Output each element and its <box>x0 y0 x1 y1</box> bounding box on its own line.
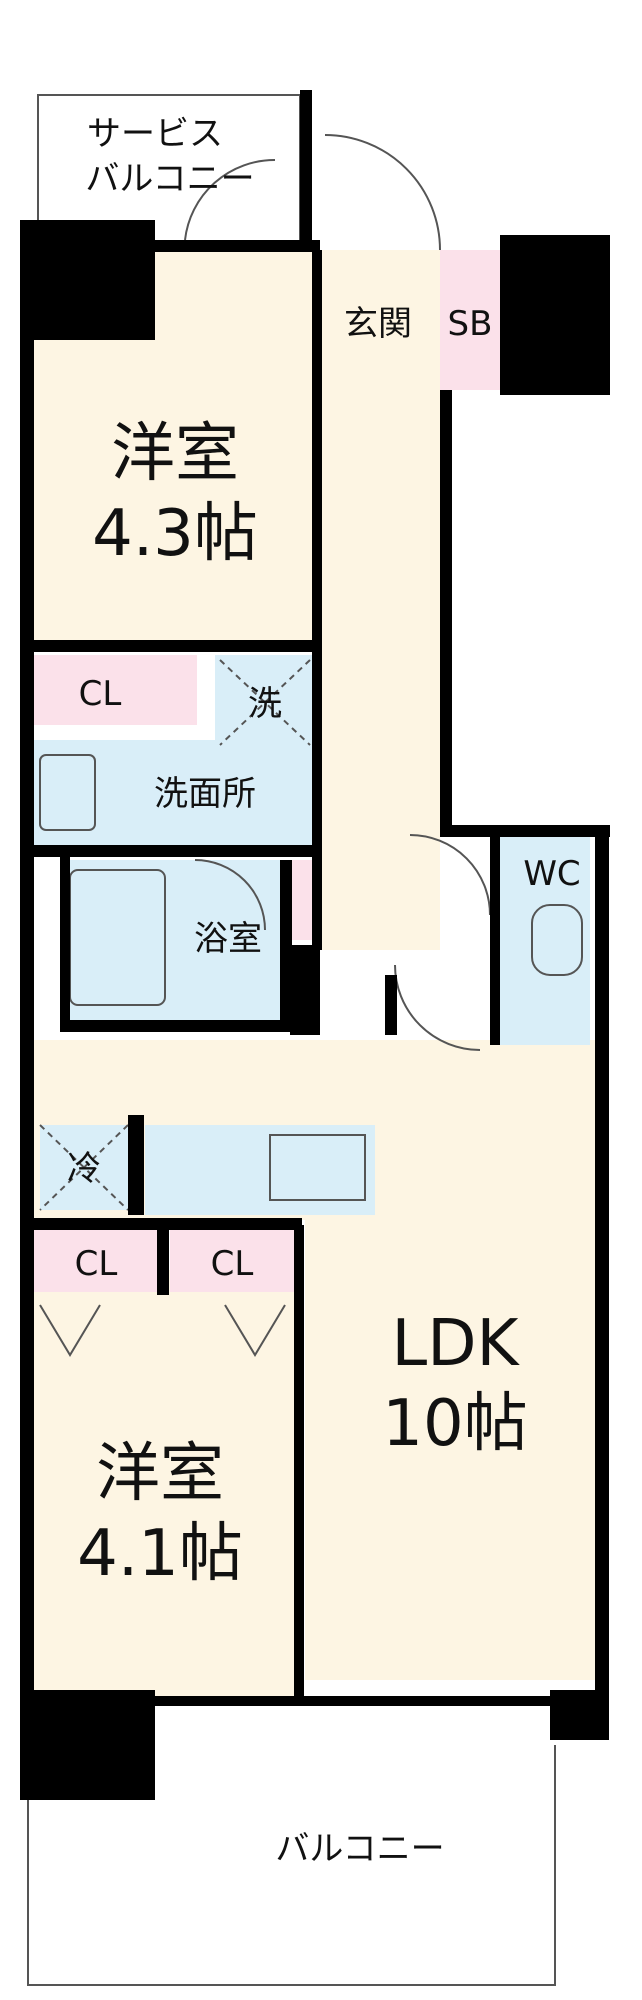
wall-se <box>550 1690 609 1740</box>
closet-south-right-fill <box>170 1230 295 1292</box>
wall-south-room-east <box>294 1225 304 1700</box>
service-door-arc <box>184 158 276 241</box>
wall-wash-south <box>32 845 322 857</box>
wall-east <box>595 830 609 1710</box>
wall-closets-top <box>32 1218 302 1230</box>
closet-door-right <box>224 1304 286 1357</box>
wall-closet-mid <box>157 1225 169 1295</box>
toilet-label: WC <box>523 854 580 894</box>
washroom-label: 洗面所 <box>154 774 256 814</box>
labels: サービス バルコニー 玄関 SB 洋室 4.3帖 CL 洗 洗面所 浴室 WC … <box>67 114 581 1869</box>
wall-south <box>150 1696 550 1706</box>
wall-counter-west <box>128 1115 144 1215</box>
bathroom-fill <box>65 860 280 1020</box>
ldk-door-arc <box>394 964 481 1051</box>
closet-south-right-label: CL <box>211 1244 254 1284</box>
closet-door-left <box>39 1304 101 1357</box>
wall-toilet-inner <box>490 830 500 1045</box>
wall-north-room <box>150 240 320 252</box>
wall-north-block <box>20 220 155 340</box>
western-room-south-floor <box>32 1270 294 1700</box>
toilet-bowl-outline <box>531 904 583 976</box>
wall-ne-block <box>500 235 610 395</box>
ldk-label-1: LDK <box>392 1307 521 1381</box>
fridge-cross <box>39 1124 129 1211</box>
fridge-label: 冷 <box>67 1149 101 1189</box>
balcony-outline <box>27 1745 556 1986</box>
entry-door-arc <box>324 134 441 251</box>
toilet-fill <box>500 830 590 1045</box>
wall-closet-north <box>32 640 322 652</box>
closet-south-left-fill <box>32 1230 157 1292</box>
closet-north-label: CL <box>79 674 122 714</box>
shoe-box-fill <box>440 250 500 390</box>
bathroom-label: 浴室 <box>194 919 262 959</box>
western-room-north-label-2: 4.3帖 <box>92 497 258 571</box>
ldk-label-2: 10帖 <box>382 1387 527 1461</box>
sink-outline <box>269 1134 366 1201</box>
closet-north-fill <box>32 655 197 725</box>
wall-bath-east <box>280 860 292 1030</box>
wall-south-block <box>20 1690 155 1800</box>
western-room-north-label-1: 洋室 <box>111 417 239 491</box>
toilet-door-arc <box>409 834 491 916</box>
washroom-fill <box>32 740 315 845</box>
wall-service-divider <box>300 90 312 250</box>
wall-hall-east <box>440 390 452 825</box>
entrance-floor <box>322 250 440 400</box>
wall-stub-b <box>290 945 320 1035</box>
service-balcony-label-2: バルコニー <box>85 159 254 199</box>
western-room-south-label-2: 4.1帖 <box>77 1517 243 1591</box>
entrance-label: 玄関 <box>344 304 412 344</box>
wall-bath-south <box>60 1020 320 1032</box>
closet-south-left-label: CL <box>75 1244 118 1284</box>
wall-room-divider <box>312 250 322 950</box>
washer-cross <box>219 659 311 746</box>
wall-west <box>20 220 34 1710</box>
kitchen-counter-fill <box>145 1125 375 1215</box>
shoe-box-label: SB <box>448 304 493 344</box>
walls <box>20 90 610 1800</box>
room-fills <box>32 250 605 1700</box>
wall-toilet-north <box>440 825 610 837</box>
wall-stub-a <box>385 975 397 1035</box>
bath-door-arc <box>194 859 266 931</box>
wall-bath-west <box>60 855 70 1030</box>
washer-label: 洗 <box>248 684 282 724</box>
service-balcony-label-1: サービス <box>87 114 223 154</box>
western-room-south-label-1: 洋室 <box>96 1437 224 1511</box>
balcony-label: バルコニー <box>275 1829 444 1869</box>
washbasin-outline <box>39 754 96 831</box>
